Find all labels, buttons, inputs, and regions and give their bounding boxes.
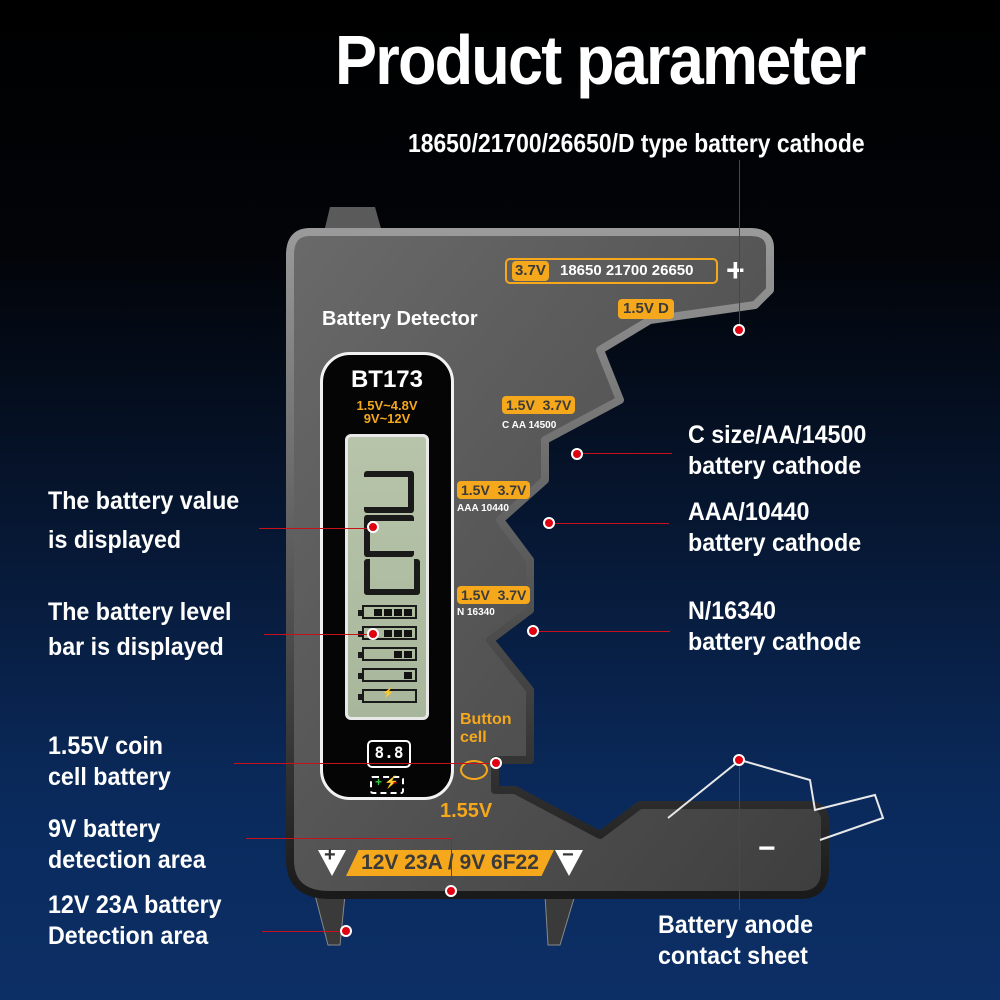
callout-c-aa-cathode: C size/AA/14500 battery cathode bbox=[688, 420, 866, 482]
battery-level-row bbox=[358, 647, 417, 661]
leader-line bbox=[739, 160, 740, 330]
leader-line bbox=[577, 453, 672, 454]
marker-dot bbox=[543, 517, 555, 529]
callout-9v-area: 9V battery detection area bbox=[48, 814, 206, 876]
marker-dot bbox=[445, 885, 457, 897]
callout-line: The battery level bbox=[48, 598, 232, 626]
battery-level-segment bbox=[404, 672, 412, 679]
top-slot-badge bbox=[505, 258, 718, 284]
callout-line: 1.55V coin bbox=[48, 732, 164, 760]
bottom-strip: + 12V 23A / 9V 6F22 − bbox=[318, 844, 583, 878]
bottom-strip-text: 12V 23A / 9V 6F22 bbox=[346, 850, 554, 876]
leader-line bbox=[246, 838, 451, 839]
battery-level-row: ⚡ bbox=[358, 688, 417, 703]
lcd-screen: ⚡ bbox=[345, 434, 429, 720]
callout-line: AAA/10440 bbox=[688, 498, 810, 526]
callout-line: battery cathode bbox=[688, 529, 862, 557]
mini-display: 8.8 bbox=[367, 740, 411, 768]
callout-line: N/16340 bbox=[688, 597, 776, 625]
callout-line: cell battery bbox=[48, 763, 171, 791]
battery-level-segment bbox=[394, 651, 402, 658]
battery-level-segment bbox=[394, 630, 402, 637]
marker-dot bbox=[340, 925, 352, 937]
coin-cell-icon bbox=[460, 760, 488, 780]
slot-c-aa-voltage: 1.5V 3.7V bbox=[502, 396, 576, 414]
left-leg bbox=[314, 894, 346, 946]
marker-dot bbox=[527, 625, 539, 637]
d-slot-badge: 1.5V D bbox=[618, 299, 674, 319]
battery-level-segment bbox=[404, 609, 412, 616]
battery-level-segment bbox=[384, 630, 392, 637]
callout-line: contact sheet bbox=[658, 942, 808, 970]
charging-bolt-icon: ⚡ bbox=[382, 688, 395, 699]
top-slot-voltage: 3.7V bbox=[512, 261, 549, 281]
slot-aaa-types: AAA 10440 bbox=[457, 503, 509, 514]
callout-anode-contact: Battery anode contact sheet bbox=[658, 910, 813, 972]
plus-icon: + bbox=[324, 844, 336, 866]
battery-level-segment bbox=[374, 609, 382, 616]
range-2: 9V~12V bbox=[363, 411, 411, 426]
button-cell-label-1: Button bbox=[460, 711, 512, 728]
callout-line: battery cathode bbox=[688, 628, 862, 656]
leader-line bbox=[262, 931, 346, 932]
callout-coin-cell: 1.55V coin cell battery bbox=[48, 731, 171, 793]
subtitle-callout: 18650/21700/26650/D type battery cathode bbox=[408, 128, 865, 158]
leader-line bbox=[234, 763, 496, 764]
callout-line: 9V battery bbox=[48, 815, 161, 843]
battery-level-row bbox=[358, 668, 417, 682]
leader-line bbox=[739, 760, 740, 910]
battery-level-segment bbox=[394, 609, 402, 616]
top-slot-types: 18650 21700 26650 bbox=[560, 262, 694, 279]
top-tab bbox=[324, 207, 382, 232]
negative-terminal-sign: − bbox=[758, 832, 776, 865]
callout-line: Detection area bbox=[48, 922, 209, 950]
range-1: 1.5V~4.8V bbox=[356, 398, 418, 413]
brand-label: Battery Detector bbox=[322, 308, 478, 330]
callout-line: is displayed bbox=[48, 526, 182, 554]
leader-line bbox=[259, 528, 374, 529]
model-number: BT173 bbox=[350, 366, 424, 393]
slot-aaa-voltage: 1.5V 3.7V bbox=[457, 481, 531, 499]
page-title: Product parameter bbox=[335, 21, 866, 99]
callout-line: 12V 23A battery bbox=[48, 891, 222, 919]
battery-level-segment bbox=[384, 609, 392, 616]
plus-sign: + bbox=[726, 252, 745, 288]
marker-dot bbox=[733, 324, 745, 336]
voltage-readout-digits bbox=[360, 467, 420, 597]
marker-dot bbox=[367, 628, 379, 640]
leader-line bbox=[264, 634, 374, 635]
leader-line bbox=[451, 838, 452, 890]
leader-line bbox=[549, 523, 669, 524]
battery-level-segment bbox=[404, 630, 412, 637]
marker-dot bbox=[367, 521, 379, 533]
callout-aaa-cathode: AAA/10440 battery cathode bbox=[688, 497, 861, 559]
button-cell-label-2: cell bbox=[460, 729, 487, 746]
callout-line: detection area bbox=[48, 846, 206, 874]
battery-level-row bbox=[358, 605, 417, 619]
slot-n-voltage: 1.5V 3.7V bbox=[457, 586, 531, 604]
callout-line: bar is displayed bbox=[48, 633, 224, 661]
callout-level-bar: The battery level bar is displayed bbox=[48, 597, 232, 663]
marker-dot bbox=[733, 754, 745, 766]
right-leg bbox=[544, 894, 576, 946]
leader-line bbox=[533, 631, 670, 632]
button-cell-voltage: 1.55V bbox=[440, 800, 493, 822]
callout-12v-area: 12V 23A battery Detection area bbox=[48, 890, 222, 952]
slot-c-aa-types: C AA 14500 bbox=[502, 420, 557, 431]
slot-n-types: N 16340 bbox=[457, 607, 495, 618]
callout-value-display: The battery value is displayed bbox=[48, 486, 239, 556]
callout-line: Battery anode bbox=[658, 911, 814, 939]
callout-n-cathode: N/16340 battery cathode bbox=[688, 596, 861, 658]
marker-dot bbox=[571, 448, 583, 460]
callout-line: battery cathode bbox=[688, 452, 862, 480]
minus-icon: − bbox=[562, 844, 574, 866]
callout-line: The battery value bbox=[48, 487, 240, 515]
marker-dot bbox=[490, 757, 502, 769]
charging-battery-icon: + ⚡ - bbox=[370, 775, 404, 794]
callout-line: C size/AA/14500 bbox=[688, 421, 867, 449]
battery-level-segment bbox=[404, 651, 412, 658]
